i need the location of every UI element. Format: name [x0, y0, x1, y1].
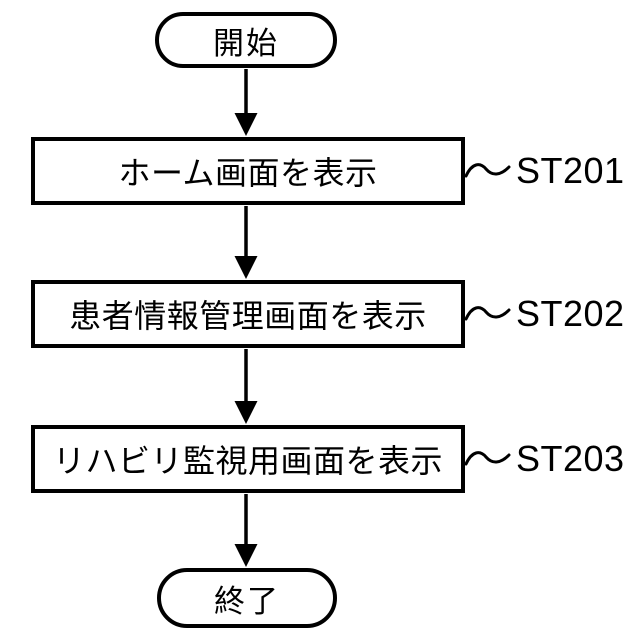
ref-squiggle-st202 — [464, 306, 511, 321]
flow-arrow-3-head — [234, 401, 258, 424]
process-box-st202-label: 患者情報管理画面を表示 — [69, 298, 427, 334]
process-box-st201: ホーム画面を表示 — [31, 137, 465, 205]
process-box-st203: リハビリ監視用画面を表示 — [31, 425, 465, 493]
ref-squiggle-st203 — [464, 451, 511, 466]
ref-label-st203: ST203 — [516, 438, 625, 479]
process-box-st202: 患者情報管理画面を表示 — [31, 280, 465, 348]
ref-label-st202: ST202 — [516, 293, 625, 334]
flow-arrow-4-head — [234, 544, 258, 567]
end-terminal-label: 終了 — [214, 583, 280, 619]
flow-arrow-1-head — [234, 113, 258, 136]
flow-arrow-2-head — [234, 256, 258, 279]
start-terminal: 開始 — [155, 12, 337, 68]
process-box-st203-label: リハビリ監視用画面を表示 — [52, 443, 443, 479]
ref-squiggle-st201 — [464, 163, 511, 178]
process-box-st201-label: ホーム画面を表示 — [118, 155, 378, 191]
start-terminal-label: 開始 — [213, 25, 279, 61]
ref-label-st201: ST201 — [516, 150, 625, 191]
end-terminal: 終了 — [157, 568, 337, 628]
